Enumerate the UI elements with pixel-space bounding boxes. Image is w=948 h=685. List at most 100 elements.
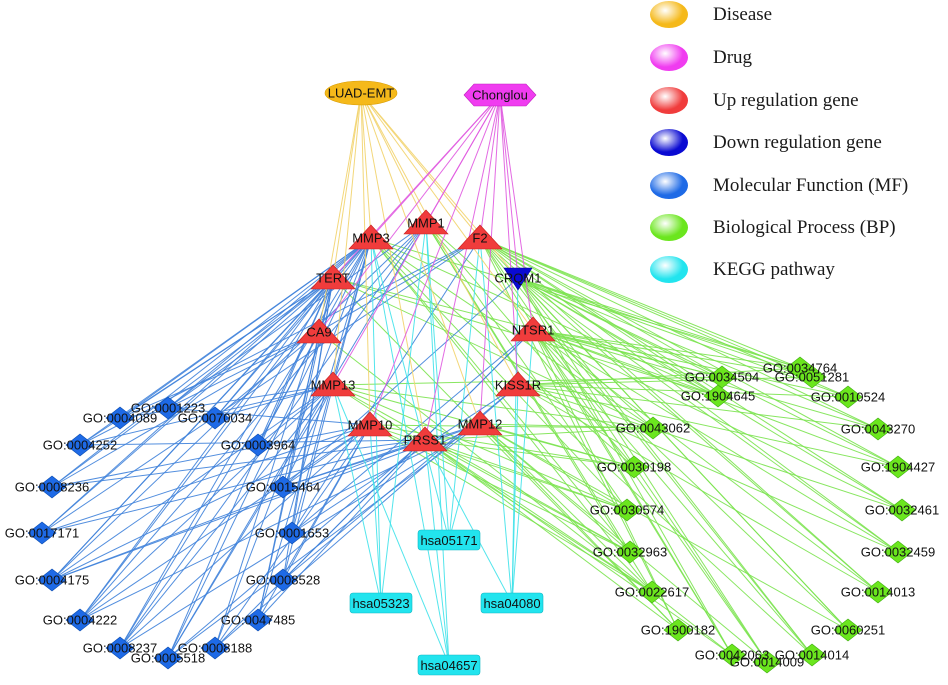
bp-node-label: GO:1904645	[681, 389, 755, 404]
mf-node-label: GO:0008188	[178, 641, 252, 656]
edge-mf-gene	[119, 331, 320, 419]
bp-node	[637, 580, 667, 604]
edge-kegg-gene	[479, 237, 513, 604]
legend-item-down-regulation: Down regulation gene	[650, 129, 940, 157]
edge-mf-gene	[119, 277, 334, 649]
edge-bp-gene	[517, 384, 899, 553]
mf-node-label: GO:0004252	[43, 438, 117, 453]
edge-bp-gene	[369, 424, 653, 593]
gene-node-label: CA9	[306, 325, 331, 340]
edge-mf-gene	[119, 237, 372, 649]
bp-node-label: GO:1904427	[861, 460, 935, 475]
edge-bp-gene	[479, 423, 635, 468]
edge-bp-gene	[532, 329, 813, 378]
edge-mf-gene	[51, 424, 371, 581]
mf-node	[243, 433, 273, 457]
drug-node-label: Chonglou	[472, 88, 528, 103]
edge-bp-gene	[479, 237, 903, 511]
mf-node-label: GO:0008236	[15, 480, 89, 495]
edge-drug-gene	[424, 94, 501, 441]
disease-node	[324, 80, 398, 106]
edge-bp-gene	[532, 329, 813, 656]
edge-bp-gene	[424, 439, 653, 593]
mf-node	[200, 636, 230, 660]
kegg-node-label: hsa04080	[483, 596, 540, 611]
mf-node-label: GO:0004175	[15, 573, 89, 588]
gene-node-label: MMP1	[407, 216, 445, 231]
gene-node-label: PRSS1	[404, 433, 447, 448]
edge-drug-gene	[479, 94, 501, 425]
bp-node-label: GO:1900182	[641, 623, 715, 638]
edge-bp-gene	[318, 331, 733, 656]
edge-bp-gene	[479, 423, 768, 663]
edge-bp-gene	[424, 439, 733, 656]
legend-label-drug: Drug	[713, 47, 753, 68]
edge-mf-gene	[51, 237, 481, 488]
kegg-node	[480, 592, 544, 614]
bp-node-label: GO:0034504	[685, 370, 759, 385]
legend-marker-disease	[650, 1, 688, 28]
edge-kegg-gene	[448, 423, 481, 541]
bp-node	[703, 384, 733, 408]
mf-node	[65, 608, 95, 632]
edge-bp-gene	[532, 329, 899, 553]
edge-bp-gene	[479, 237, 849, 398]
gene-node-label: CRQM1	[495, 271, 542, 286]
edge-bp-gene	[517, 384, 879, 593]
mf-node	[105, 636, 135, 660]
edge-mf-gene	[167, 237, 372, 409]
legend-item-up-regulation: Up regulation gene	[650, 87, 940, 115]
bp-node	[833, 618, 863, 642]
edge-bp-gene	[479, 423, 654, 429]
edge-mf-gene	[51, 277, 334, 488]
edge-bp-gene	[332, 384, 631, 553]
bp-node	[638, 416, 668, 440]
mf-node-label: GO:0001223	[131, 401, 205, 416]
edge-bp-gene	[479, 237, 899, 468]
mf-node	[105, 406, 135, 430]
bp-node-label: GO:0032459	[861, 545, 935, 560]
bp-node	[863, 580, 893, 604]
edge-kegg-gene	[370, 237, 450, 666]
edge-mf-gene	[119, 384, 334, 649]
up-regulation-gene-node	[310, 371, 356, 397]
edge-bp-gene	[517, 277, 813, 656]
edge-mf-gene	[257, 424, 371, 621]
legend-item-drug: Drug	[650, 44, 940, 72]
up-regulation-gene-node	[457, 224, 503, 250]
legend-label-molecular-function: Molecular Function (MF)	[713, 175, 909, 196]
edge-bp-gene	[532, 329, 879, 593]
edge-disease-gene	[360, 92, 481, 239]
edge-drug-gene	[369, 94, 501, 426]
disease-node-label: LUAD-EMT	[328, 86, 395, 101]
mf-node-label: GO:0070034	[178, 411, 252, 426]
gene-node-label: TERT	[316, 271, 350, 286]
up-regulation-gene-node	[310, 264, 356, 290]
up-regulation-gene-node	[510, 316, 556, 342]
edge-bp-gene	[424, 439, 631, 553]
mf-node-label: GO:0017171	[5, 526, 79, 541]
bp-node	[615, 540, 645, 564]
bp-node	[883, 540, 913, 564]
bp-node-label: GO:0014013	[841, 585, 915, 600]
edge-bp-gene	[370, 237, 628, 511]
mf-node-label: GO:0003964	[221, 438, 295, 453]
mf-node	[268, 475, 298, 499]
edge-mf-gene	[51, 439, 426, 488]
gene-node-label: KISS1R	[495, 378, 541, 393]
edge-mf-gene	[119, 424, 371, 649]
edge-bp-gene	[479, 237, 899, 553]
edge-disease-gene	[360, 92, 427, 224]
edge-mf-gene	[41, 237, 481, 534]
edge-mf-gene	[291, 329, 534, 534]
edge-mf-gene	[41, 277, 334, 534]
kegg-node	[349, 592, 413, 614]
edge-kegg-gene	[424, 439, 450, 666]
mf-node	[65, 433, 95, 457]
gene-node-label: MMP12	[458, 417, 503, 432]
legend-label-kegg-pathway: KEGG pathway	[713, 259, 835, 280]
edge-bp-gene	[532, 329, 801, 369]
bp-node-label: GO:0022617	[615, 585, 689, 600]
edge-bp-gene	[517, 384, 879, 430]
edge-bp-gene	[479, 237, 801, 369]
